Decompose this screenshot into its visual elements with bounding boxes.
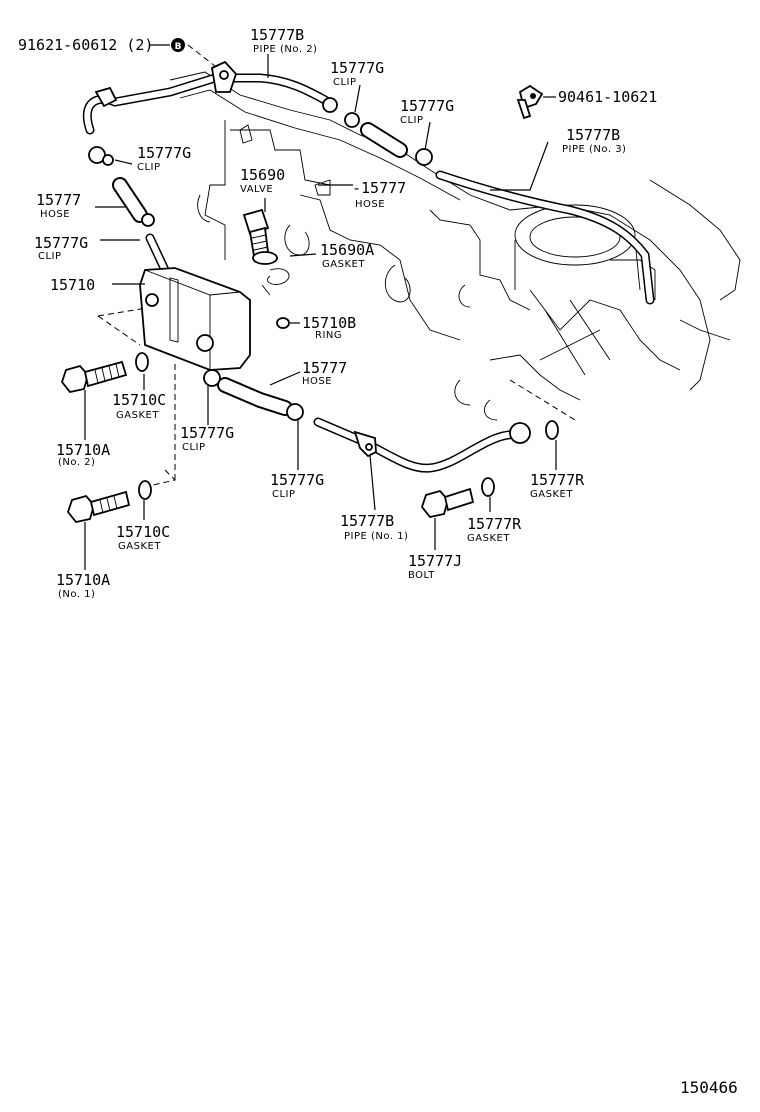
label-name: HOSE xyxy=(355,199,385,210)
pipes-and-hoses xyxy=(82,73,655,473)
diagram-number: 150466 xyxy=(680,1078,738,1097)
label-part: 15777J xyxy=(408,552,462,570)
fasteners xyxy=(60,60,559,523)
label-part: 90461-10621 xyxy=(558,88,657,106)
label-part: 15710C xyxy=(116,523,170,541)
label-part: 15777B xyxy=(250,26,304,44)
label-name: VALVE xyxy=(240,184,273,195)
label-part: 15710B xyxy=(302,314,356,332)
label-name: GASKET xyxy=(118,541,161,552)
label-part: 15710C xyxy=(112,391,166,409)
label-part: 15777G xyxy=(400,97,454,115)
label-name: HOSE xyxy=(40,209,70,220)
separator-body xyxy=(139,267,251,371)
label-part: 15777B xyxy=(340,512,394,530)
label-part: -15777 xyxy=(352,179,406,197)
label-name: (No. 1) xyxy=(58,589,95,600)
label-part: 15777B xyxy=(566,126,620,144)
label-name: CLIP xyxy=(333,77,357,88)
label-part: 15777G xyxy=(270,471,324,489)
marker-b-label: B xyxy=(175,42,182,52)
label-part: 15777 xyxy=(36,191,81,209)
label-part: 15710 xyxy=(50,276,95,294)
label-part: 15777G xyxy=(137,144,191,162)
label-name: GASKET xyxy=(530,489,573,500)
label-part: 15777R xyxy=(467,515,522,533)
label-name: PIPE (No. 2) xyxy=(253,44,317,55)
label-name: CLIP xyxy=(272,489,296,500)
label-part: 15710A xyxy=(56,441,110,459)
label-part: 15690 xyxy=(240,166,285,184)
label-name: HOSE xyxy=(302,376,332,387)
label-part: 91621-60612 (2) xyxy=(18,36,153,54)
label-name: GASKET xyxy=(467,533,510,544)
label-part: 15690A xyxy=(320,241,374,259)
label-name: CLIP xyxy=(182,442,206,453)
part-labels: 91621-60612 (2) 15777B PIPE (No. 2) 1577… xyxy=(18,26,657,600)
clips xyxy=(88,97,531,444)
label-part: 15710A xyxy=(56,571,110,589)
bolt-marker-b: B xyxy=(171,38,185,52)
label-name: CLIP xyxy=(400,115,424,126)
label-part: 15777R xyxy=(530,471,585,489)
label-name: RING xyxy=(315,330,342,341)
label-name: PIPE (No. 1) xyxy=(344,531,408,542)
label-name: GASKET xyxy=(116,410,159,421)
label-part: 15777G xyxy=(330,59,384,77)
label-part: 15777G xyxy=(180,424,234,442)
label-name: CLIP xyxy=(38,251,62,262)
leader-lines xyxy=(84,44,557,570)
label-name: (No. 2) xyxy=(58,457,95,468)
label-part: 15777 xyxy=(302,359,347,377)
label-name: BOLT xyxy=(408,570,435,581)
label-name: PIPE (No. 3) xyxy=(562,144,626,155)
label-part: 15777G xyxy=(34,234,88,252)
label-name: CLIP xyxy=(137,162,161,173)
label-name: GASKET xyxy=(322,259,365,270)
